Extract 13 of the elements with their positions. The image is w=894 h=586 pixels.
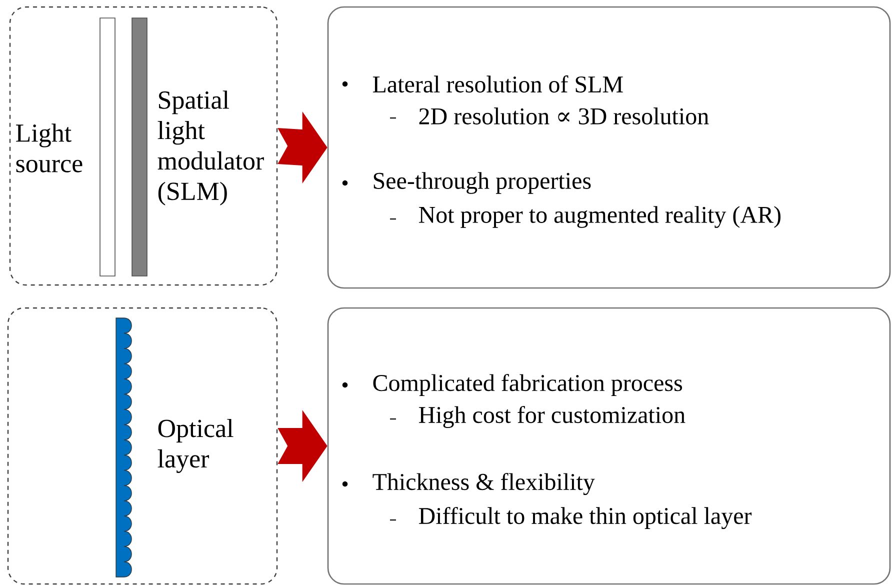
label: Spatial light modulator (SLM) <box>158 90 264 206</box>
block-arrow <box>278 112 328 184</box>
block-arrow <box>278 410 328 482</box>
label: High cost for customization <box>418 406 686 428</box>
label: Optical layer <box>158 418 234 474</box>
label: Thickness & flexibility <box>372 472 595 496</box>
label: Lateral resolution of SLM <box>372 75 623 93</box>
label: See-through properties <box>374 172 591 194</box>
label: Difficult to make thin optical layer <box>418 506 752 530</box>
label: Light source <box>16 124 82 172</box>
label: Complicated fabrication process <box>373 374 682 396</box>
label: 2D resolution ∝ 3D resolution <box>419 108 709 124</box>
label: Not proper to augmented reality (AR) <box>418 206 780 228</box>
